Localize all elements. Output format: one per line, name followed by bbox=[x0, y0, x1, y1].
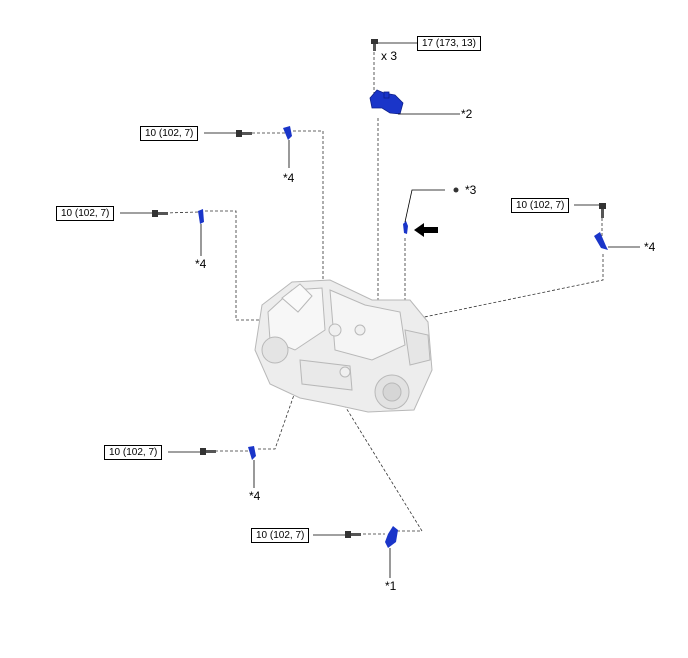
mount-bracket-part bbox=[369, 89, 404, 115]
clamp-icon bbox=[385, 526, 398, 548]
sensor-part bbox=[403, 221, 408, 234]
sensor-oring-icon bbox=[453, 187, 459, 193]
callout-mount-bracket: *2 bbox=[461, 107, 473, 121]
bolt-icon bbox=[345, 531, 361, 538]
bolt-icon bbox=[152, 210, 168, 217]
callout-clamp-right: *4 bbox=[644, 240, 656, 254]
quantity-label: x 3 bbox=[381, 49, 398, 63]
callout-clamp-mid-left: *4 bbox=[195, 257, 207, 271]
callout-clamp-lower-left: *4 bbox=[249, 489, 261, 503]
transmission-illustration bbox=[254, 279, 433, 413]
callout-clamp-bottom: *1 bbox=[385, 579, 397, 593]
clamp-icon bbox=[594, 232, 608, 250]
clamp-icon bbox=[248, 446, 256, 460]
torque-box-leaders bbox=[120, 132, 599, 536]
clamp-icon bbox=[283, 126, 292, 140]
bolt-icon bbox=[599, 203, 606, 218]
arrow-left-icon bbox=[414, 223, 438, 237]
torque-spec-bracket-bottom: 10 (102, 7) bbox=[251, 528, 310, 543]
torque-spec-bracket-right: 10 (102, 7) bbox=[511, 198, 570, 213]
bolt-icon bbox=[200, 448, 216, 455]
clamp-icon bbox=[198, 209, 204, 224]
torque-spec-bracket-lower-left: 10 (102, 7) bbox=[104, 445, 163, 460]
dashed-guide-lines bbox=[164, 52, 604, 535]
torque-spec-bracket-top-left: 10 (102, 7) bbox=[140, 126, 199, 141]
bolt-icon bbox=[236, 130, 252, 137]
torque-spec-bracket-mid-left: 10 (102, 7) bbox=[56, 206, 115, 221]
callout-sensor: *3 bbox=[465, 183, 477, 197]
bolt-icon bbox=[371, 39, 378, 51]
leader-sensor bbox=[404, 189, 445, 223]
callout-clamp-top-left: *4 bbox=[283, 171, 295, 185]
torque-spec-mount-bolt: 17 (173, 13) bbox=[417, 36, 481, 51]
